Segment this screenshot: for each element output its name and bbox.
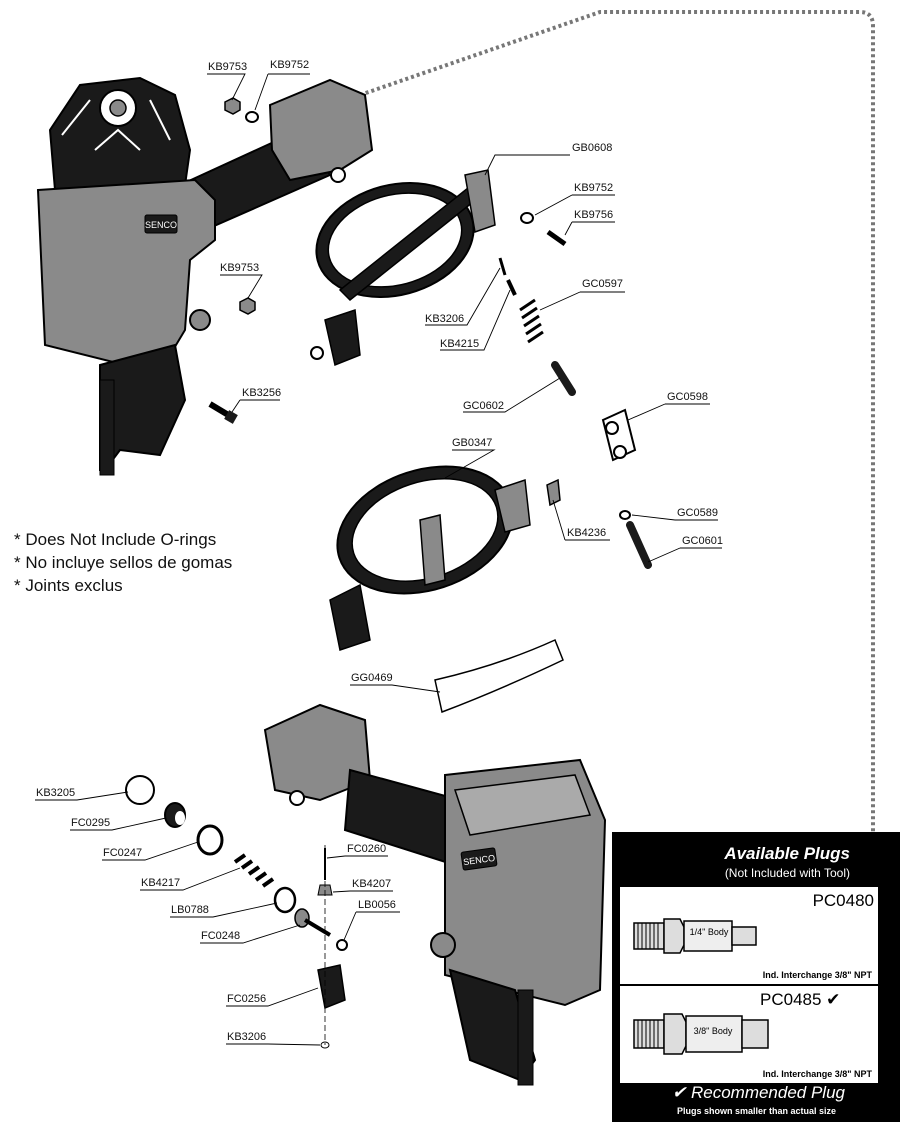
recommended-plug-label: ✔ Recommended Plug xyxy=(672,1083,845,1102)
label-fc0248: FC0248 xyxy=(201,930,240,942)
label-gb0608: GB0608 xyxy=(572,142,612,154)
gg0469-shield xyxy=(434,638,564,714)
kb9756-screw xyxy=(546,229,567,247)
fc0247-oring xyxy=(196,824,224,856)
note-no-orings-fr: * Joints exclus xyxy=(14,576,123,595)
plugs-footnote: Plugs shown smaller than actual size xyxy=(677,1106,837,1116)
label-kb4215: KB4215 xyxy=(440,338,479,350)
kb4236-spring xyxy=(546,478,561,507)
kb9752-right-washer xyxy=(520,212,534,224)
label-fc0256: FC0256 xyxy=(227,993,266,1005)
plugs-panel-subtitle: (Not Included with Tool) xyxy=(724,866,850,880)
kb4217-spring xyxy=(233,853,275,888)
label-kb9752-top: KB9752 xyxy=(270,59,309,71)
label-gb0347: GB0347 xyxy=(452,437,492,449)
plug-pc0485-drawing xyxy=(633,1013,769,1055)
label-kb9753-mid: KB9753 xyxy=(220,262,259,274)
top-nailer-tool: SENCO xyxy=(36,76,374,476)
label-fc0247: FC0247 xyxy=(103,847,142,859)
lb0788-oring xyxy=(273,886,297,914)
plugs-panel-title: Available Plugs xyxy=(724,844,850,863)
label-lb0056: LB0056 xyxy=(358,899,396,911)
kb9753-mid-nut xyxy=(239,297,256,315)
gc0602-pin xyxy=(551,361,576,396)
plug-body-pc0480: 1/4" Body xyxy=(689,927,729,937)
label-kb9752-right: KB9752 xyxy=(574,182,613,194)
kb3206-mid-pin xyxy=(498,257,507,276)
fc0295-cap xyxy=(164,802,186,828)
label-gg0469: GG0469 xyxy=(351,672,393,684)
check-icon: ✔ xyxy=(826,990,841,1009)
plug-code-pc0485: PC0485 xyxy=(760,990,822,1009)
note-no-orings-es: * No incluye sellos de gomas xyxy=(14,553,233,572)
leader-lines xyxy=(35,73,722,1046)
fc0256-housing xyxy=(317,964,346,1010)
bottom-nailer-tool: SENCO xyxy=(263,703,607,1086)
note-no-orings-en: * Does Not Include O-rings xyxy=(14,530,217,549)
label-kb3205: KB3205 xyxy=(36,787,75,799)
plug-body-pc0485: 3/8" Body xyxy=(693,1026,733,1036)
kb9753-top-nut xyxy=(224,97,241,115)
plug-card-pc0480: PC0480 1/4" Body Ind. Interchange 3/8" N… xyxy=(620,887,878,984)
brand-badge-bottom: SENCO xyxy=(463,853,496,867)
label-kb9753-top: KB9753 xyxy=(208,61,247,73)
label-kb3256: KB3256 xyxy=(242,387,281,399)
available-plugs-panel: Available Plugs (Not Included with Tool)… xyxy=(612,832,900,1122)
gb0608-bracket xyxy=(310,169,496,367)
gc0589-washer xyxy=(619,510,631,520)
plug-note-pc0485: Ind. Interchange 3/8" NPT xyxy=(762,1069,872,1079)
kb9752-top-washer xyxy=(245,111,259,123)
lb0056-oring xyxy=(336,939,348,951)
label-kb9756: KB9756 xyxy=(574,209,613,221)
gb0347-canister xyxy=(329,465,531,651)
plug-note-pc0480: Ind. Interchange 3/8" NPT xyxy=(762,970,872,980)
air-line-dotted xyxy=(359,10,875,997)
gc0598-latch xyxy=(601,408,637,462)
label-gc0589: GC0589 xyxy=(677,507,718,519)
gc0601-pin xyxy=(626,521,652,569)
plug-code-pc0480: PC0480 xyxy=(812,891,874,910)
plug-pc0480-drawing xyxy=(633,918,757,954)
gc0597-spring xyxy=(519,298,544,344)
label-gc0597: GC0597 xyxy=(582,278,623,290)
label-kb4236: KB4236 xyxy=(567,527,606,539)
plug-card-pc0485: PC0485 ✔ 3/8" Body Ind. Interchange 3/8"… xyxy=(620,986,878,1083)
fc0248-stem xyxy=(294,908,332,937)
label-kb4217: KB4217 xyxy=(141,877,180,889)
label-kb4207: KB4207 xyxy=(352,878,391,890)
kb3205-snap-ring xyxy=(125,775,155,805)
brand-badge-top: SENCO xyxy=(145,220,177,230)
label-gc0598: GC0598 xyxy=(667,391,708,403)
part-labels: KB9753 KB9752 GB0608 KB9752 KB9756 KB975… xyxy=(36,59,723,1043)
kb3256-screw xyxy=(208,401,238,424)
label-lb0788: LB0788 xyxy=(171,904,209,916)
label-fc0295: FC0295 xyxy=(71,817,110,829)
kb4215-pin xyxy=(506,279,517,296)
label-gc0602: GC0602 xyxy=(463,400,504,412)
label-kb3206-bottom: KB3206 xyxy=(227,1031,266,1043)
label-kb3206-mid: KB3206 xyxy=(425,313,464,325)
label-gc0601: GC0601 xyxy=(682,535,723,547)
label-fc0260: FC0260 xyxy=(347,843,386,855)
